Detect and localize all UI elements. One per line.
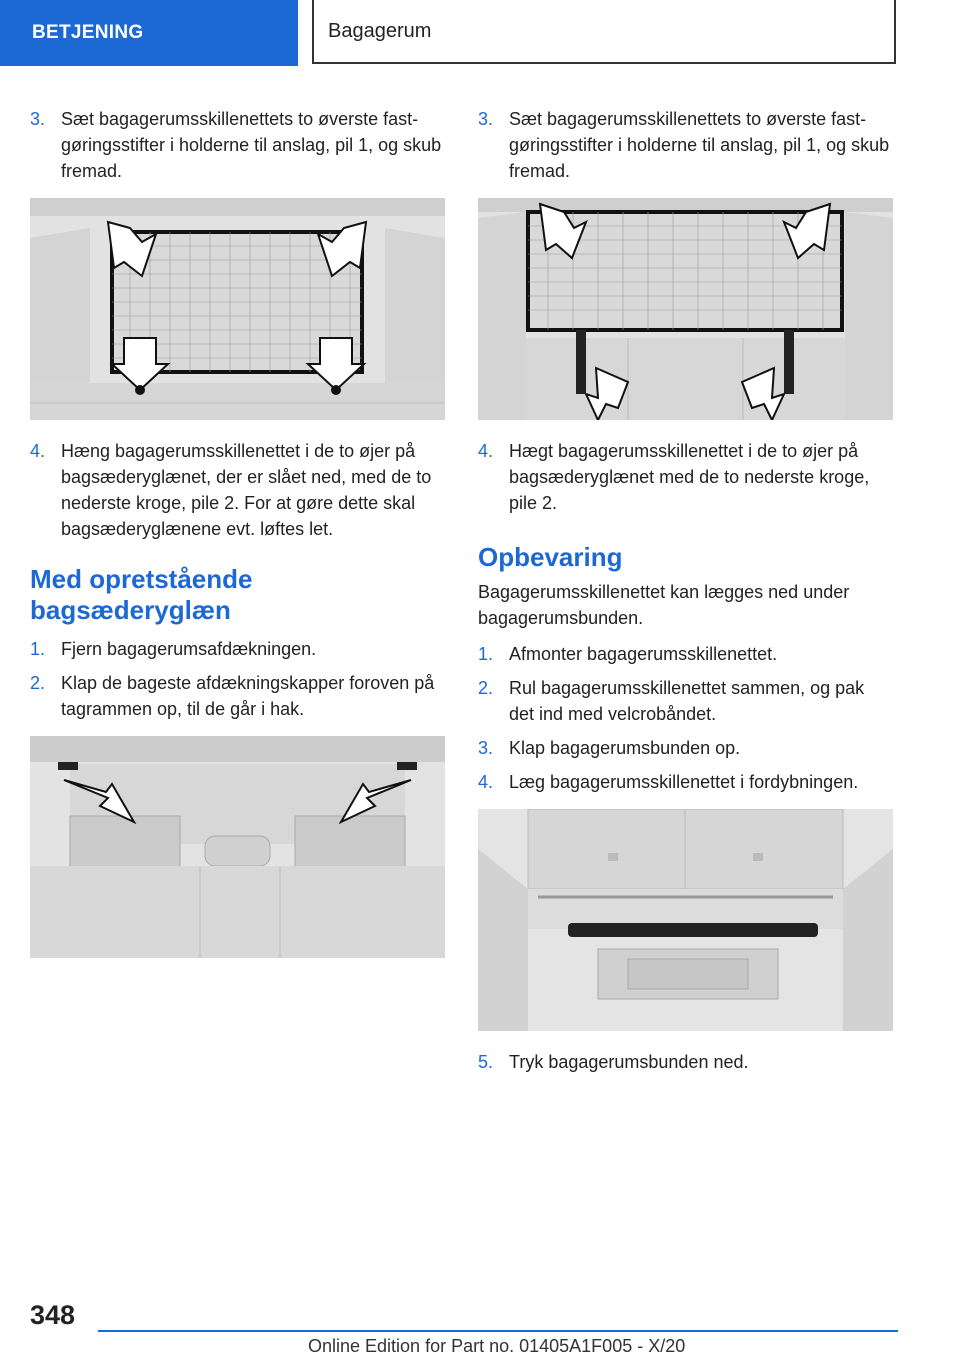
step-number: 4. — [478, 441, 494, 461]
footer-edition: Online Edition for Part no. 01405A1F005 … — [308, 1336, 686, 1356]
section-label: BETJENING — [32, 22, 144, 43]
page-number: 348 — [30, 1300, 76, 1330]
list-item: 3. Sæt bagagerumsskillenettets to øverst… — [30, 106, 445, 184]
list-item: 3. Klap bagagerumsbunden op. — [478, 735, 893, 761]
figure-net-top-mount — [30, 198, 445, 420]
list-item: 5. Tryk bagagerumsbunden ned. — [478, 1049, 893, 1075]
step-number: 3. — [30, 109, 46, 129]
section-heading: Opbevaring — [478, 542, 623, 572]
footer-divider — [98, 1330, 898, 1332]
right-column: 3. Sæt bagagerumsskillenettets to øverst… — [478, 106, 893, 1083]
step-text: Læg bagagerumsskillenettet i fordybninge… — [509, 772, 859, 792]
step-number: 1. — [478, 644, 494, 664]
list-item: 1. Fjern bagagerumsafdækningen. — [30, 636, 445, 662]
section-tab: BETJENING — [0, 0, 298, 66]
list-item: 4. Hægt bagagerumsskillenettet i de to ø… — [478, 438, 893, 516]
step-number: 3. — [478, 738, 494, 758]
step-text: Hægt bagagerumsskillenettet i de to øjer… — [509, 441, 870, 513]
list-item: 3. Sæt bagagerumsskillenettets to øverst… — [478, 106, 893, 184]
step-number: 1. — [30, 639, 46, 659]
step-text: Rul bagagerumsskillenettet sammen, og pa… — [509, 678, 865, 724]
step-text: Klap de bageste afdækningskapper foroven… — [61, 673, 435, 719]
list-item: 2. Rul bagagerumsskillenettet sammen, og… — [478, 675, 893, 727]
step-number: 3. — [478, 109, 494, 129]
step-text: Klap bagagerumsbunden op. — [509, 738, 741, 758]
step-number: 4. — [478, 772, 494, 792]
step-text: Sæt bagagerumsskillenettets to øverste f… — [61, 109, 442, 181]
step-number: 2. — [30, 673, 46, 693]
section-heading: Med opretstående bagsæderyglæn — [30, 564, 253, 625]
figure-storage-floor — [478, 809, 893, 1031]
step-text: Tryk bagagerumsbunden ned. — [509, 1052, 749, 1072]
illustration-roof-caps — [30, 736, 445, 958]
list-item: 1. Afmonter bagagerumsskillenettet. — [478, 641, 893, 667]
illustration-storage-floor — [478, 809, 893, 1031]
list-item: 4. Læg bagagerumsskillenettet i fordybni… — [478, 769, 893, 795]
step-number: 2. — [478, 678, 494, 698]
figure-cover-caps — [30, 736, 445, 958]
left-column: 3. Sæt bagagerumsskillenettets to øverst… — [30, 106, 445, 976]
page-title: Bagagerum — [328, 19, 432, 42]
list-item: 4. Hæng bagagerumsskillenettet i de to ø… — [30, 438, 445, 542]
illustration-net-hooks — [478, 198, 893, 420]
page-header: Bagagerum — [312, 0, 896, 64]
list-item: 2. Klap de bageste afdækningskapper foro… — [30, 670, 445, 722]
step-number: 5. — [478, 1052, 494, 1072]
step-text: Fjern bagagerumsafdækningen. — [61, 639, 317, 659]
illustration-net-top — [30, 198, 445, 420]
intro-text: Bagagerumsskillenettet kan lægges ned un… — [478, 582, 850, 628]
step-number: 4. — [30, 441, 46, 461]
step-text: Hæng bagagerumsskillenettet i de to øjer… — [61, 441, 432, 539]
figure-net-hooks — [478, 198, 893, 420]
step-text: Sæt bagagerumsskillenettets to øverste f… — [509, 109, 890, 181]
step-text: Afmonter bagagerumsskillenettet. — [509, 644, 778, 664]
